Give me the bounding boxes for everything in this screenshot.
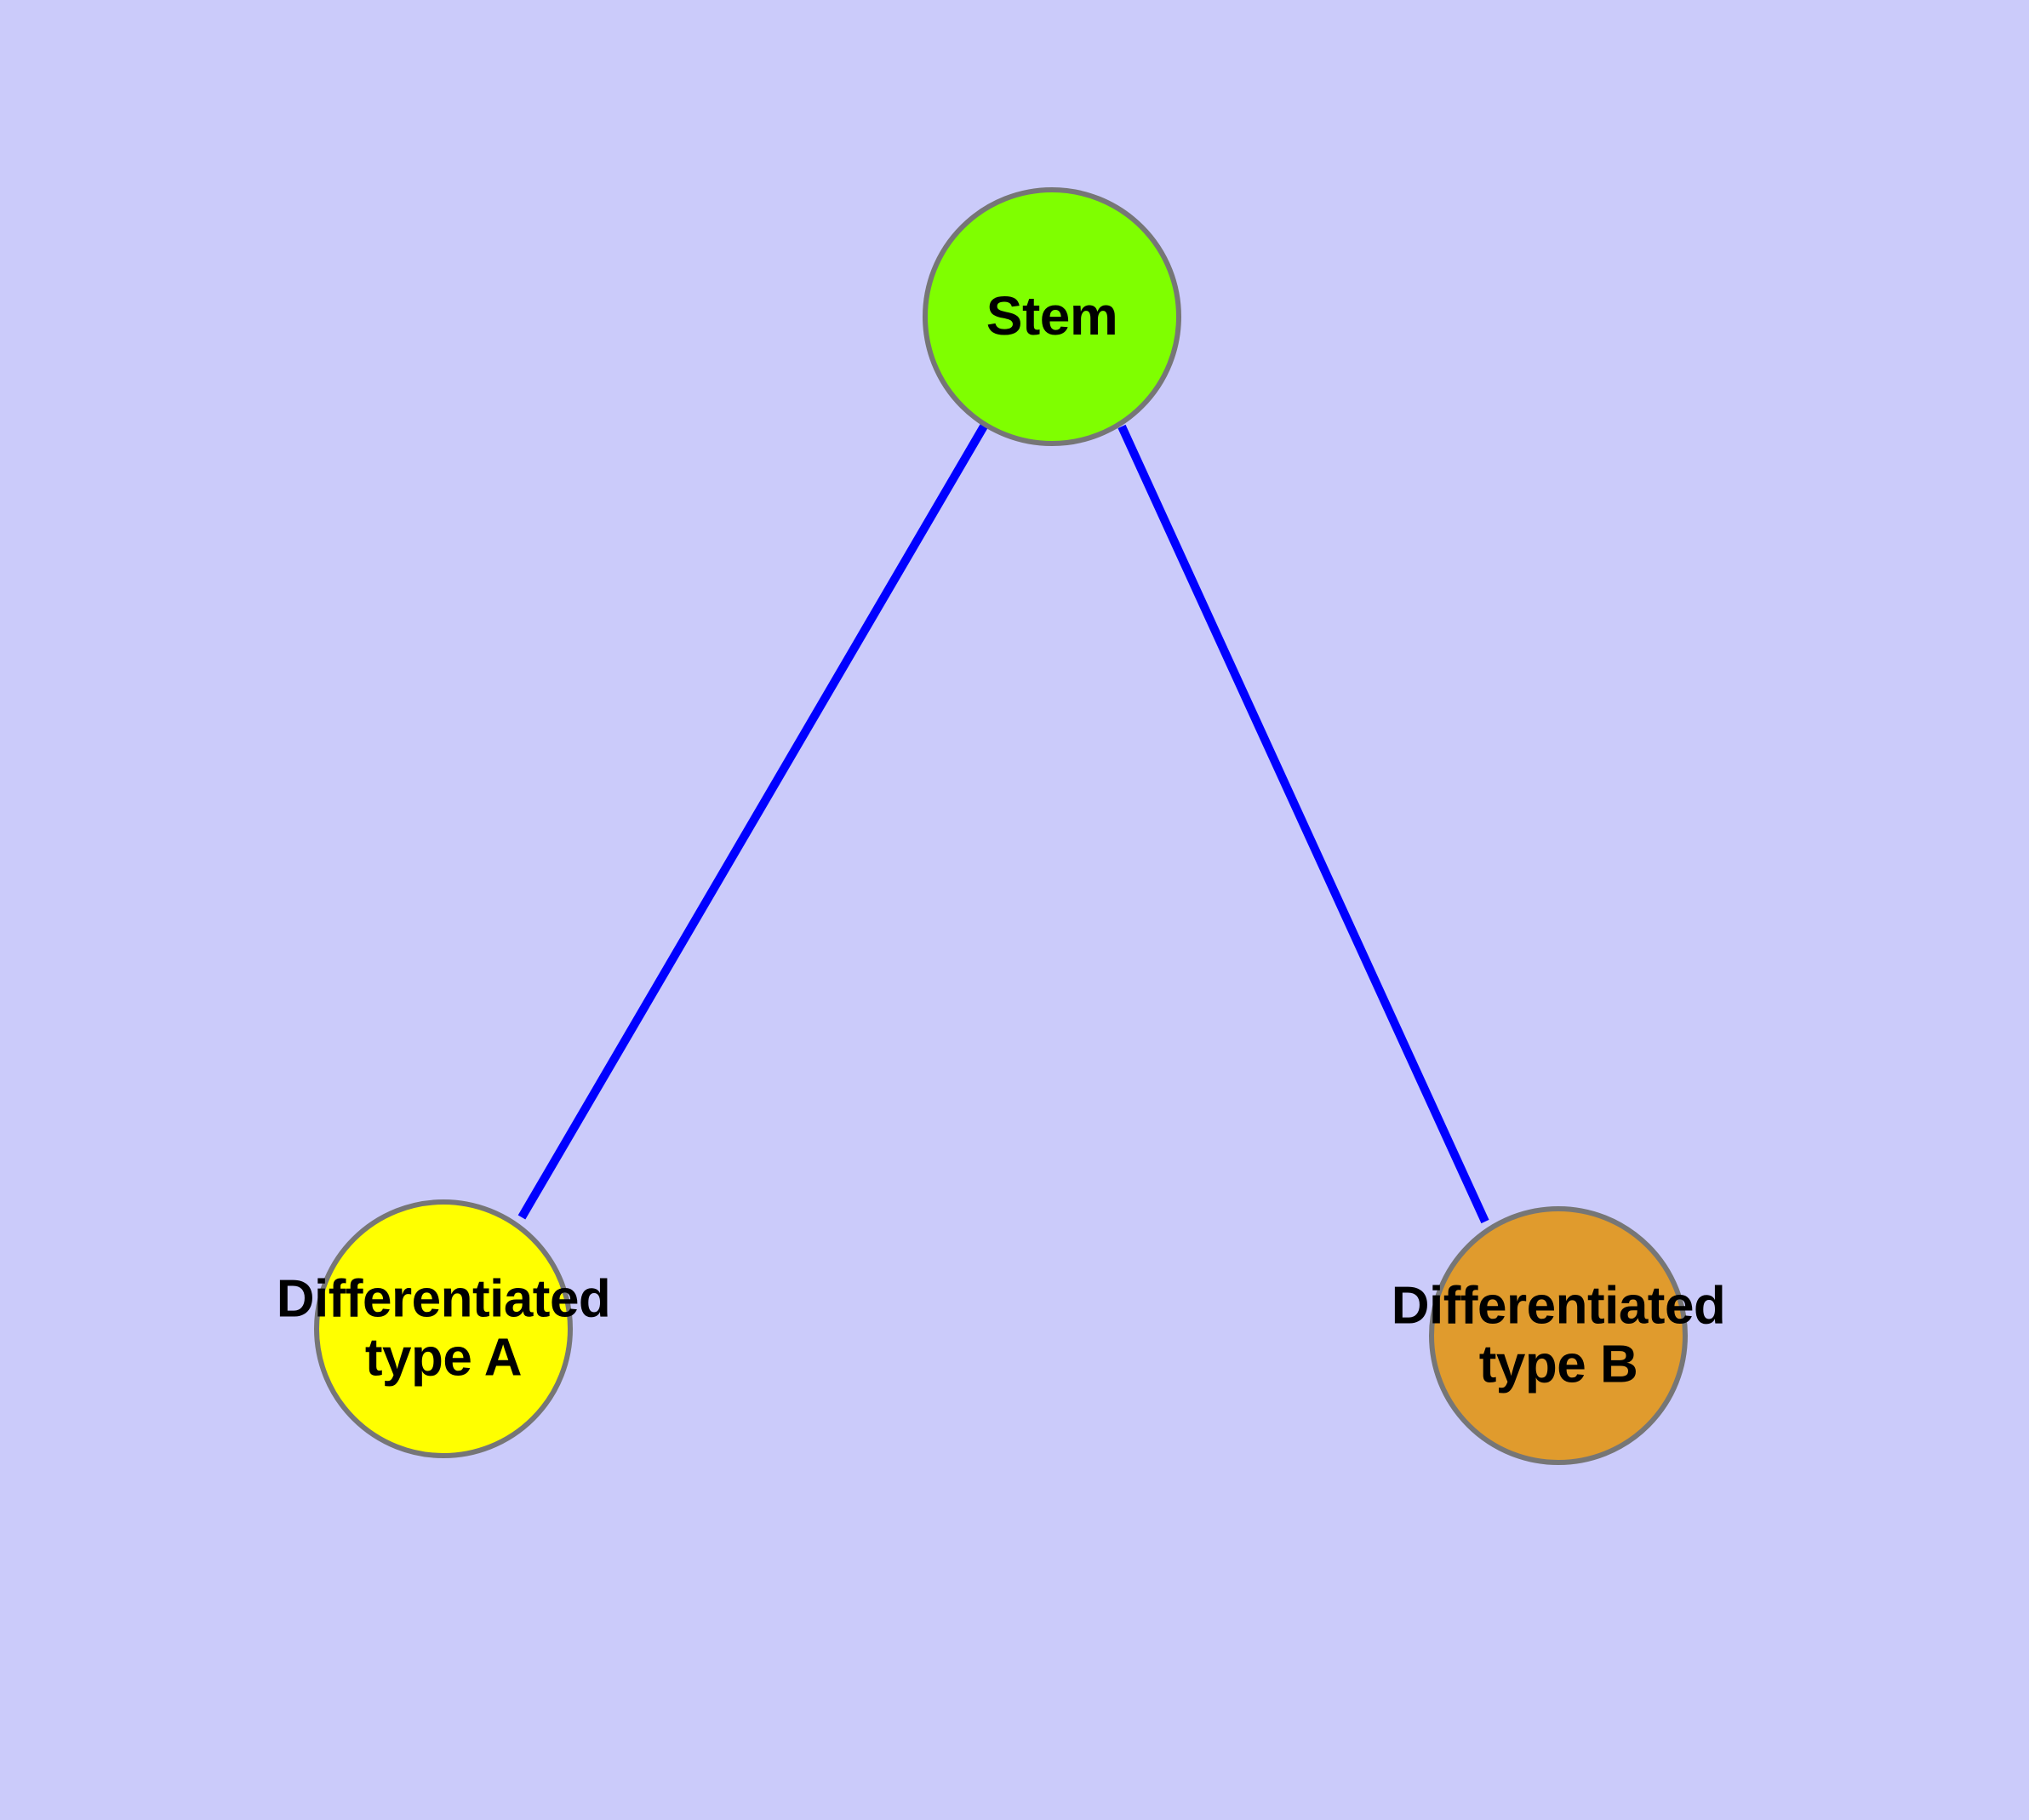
edge-stem-to-differentiated-type-b[interactable] — [1117, 424, 1489, 1224]
edge-stem-to-differentiated-type-a[interactable] — [517, 422, 989, 1220]
node-differentiated-type-b[interactable] — [1429, 1206, 1688, 1465]
node-stem[interactable] — [923, 187, 1181, 446]
edge-layer — [517, 422, 1489, 1224]
node-differentiated-type-a[interactable] — [314, 1199, 573, 1458]
node-layer — [314, 187, 1688, 1465]
